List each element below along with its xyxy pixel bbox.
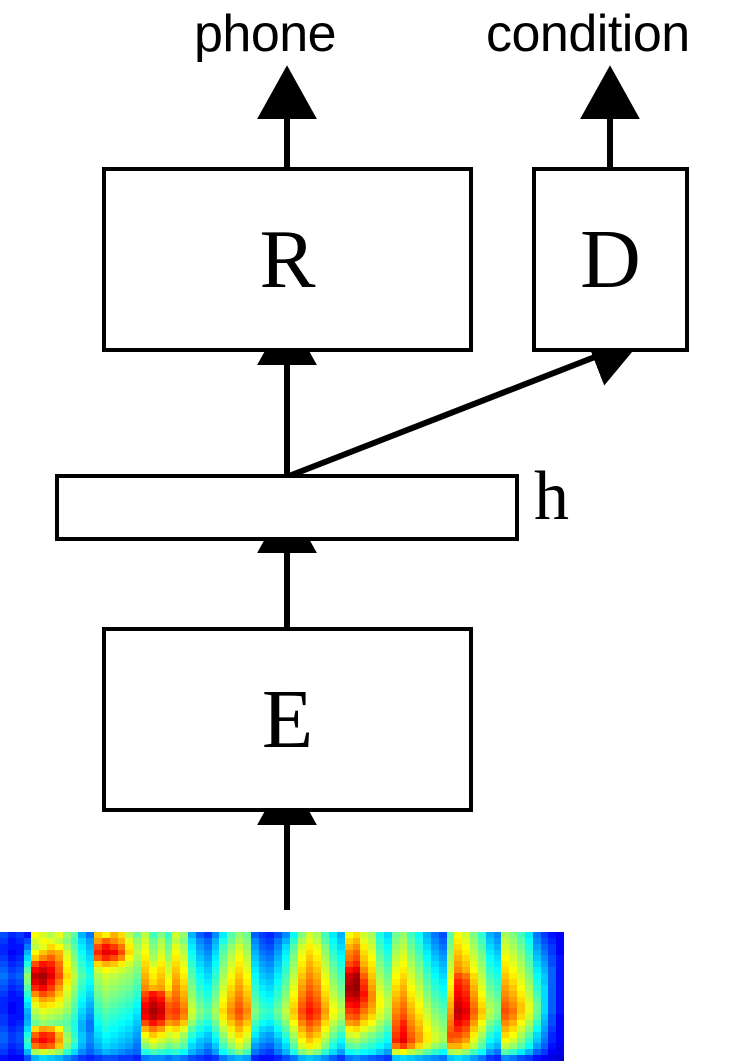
module-label-discriminator: D bbox=[580, 212, 641, 306]
hidden-representation-label: h bbox=[534, 458, 569, 535]
module-box-encoder[interactable]: E bbox=[102, 627, 473, 812]
module-label-encoder: E bbox=[261, 672, 314, 766]
output-label-phone: phone bbox=[194, 5, 337, 63]
input-spectrogram-image bbox=[0, 932, 564, 1061]
module-box-discriminator[interactable]: D bbox=[532, 167, 689, 352]
hidden-representation-bar[interactable] bbox=[55, 474, 519, 541]
output-label-condition: condition bbox=[486, 5, 690, 63]
module-label-recognizer: R bbox=[259, 212, 316, 306]
module-box-recognizer[interactable]: R bbox=[102, 167, 473, 352]
